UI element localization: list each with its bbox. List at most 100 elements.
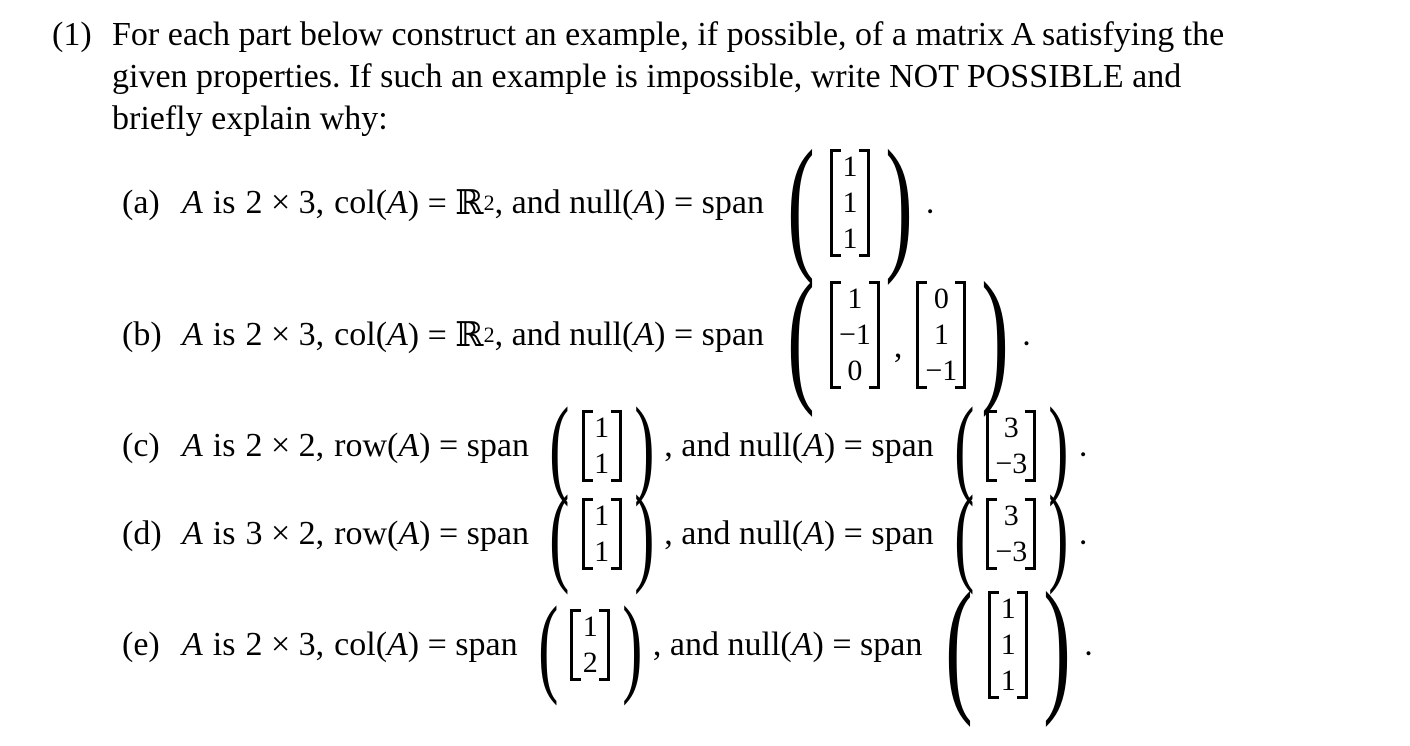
vector-entry: 1 (594, 411, 610, 444)
vector-entry: 1 (594, 499, 610, 532)
text: , and null( (664, 427, 804, 464)
part-label: (d) (122, 515, 162, 552)
text: ) = span (654, 184, 764, 221)
matrix-symbol: A (398, 427, 420, 464)
text: is (212, 316, 236, 353)
text: col( (334, 626, 388, 663)
text: , and null( (494, 316, 634, 353)
text: . (1022, 316, 1031, 353)
text: is (212, 626, 236, 663)
superscript: 2 (483, 322, 495, 347)
matrix-symbol: A (633, 184, 655, 221)
problem-statement: For each part below construct an example… (112, 14, 1392, 140)
matrix-symbol: A (182, 515, 203, 552)
statement-line: given properties. If such an example is … (112, 58, 1182, 95)
text: ) = span (407, 626, 518, 663)
vector-entry: 1 (842, 222, 858, 255)
superscript: 2 (483, 190, 495, 215)
column-vector: 0 1 −1 (916, 281, 967, 389)
part-label: (c) (122, 427, 160, 464)
row-span-vector: ( 1 1 ) (549, 385, 655, 507)
column-vector: 3 −3 (986, 498, 1037, 570)
vector-entry: 1 (594, 447, 610, 480)
matrix-symbol: A (791, 626, 813, 663)
column-vector: 1 1 (581, 498, 622, 570)
vector-entry: 0 (847, 354, 863, 387)
column-vector: 1 1 1 (829, 149, 870, 257)
dimensions: 2 × 3, (245, 626, 325, 663)
text: row( (334, 427, 399, 464)
matrix-symbol: A (803, 515, 824, 552)
vector-entry: 1 (1000, 628, 1016, 661)
text: . (1078, 427, 1088, 464)
column-vector: 3 −3 (986, 410, 1037, 482)
text: ) = span (823, 515, 934, 552)
text: ) = ℝ (407, 185, 484, 222)
vector-entry: −1 (838, 318, 871, 351)
text: ) = span (654, 316, 764, 353)
part-label: (a) (122, 184, 160, 221)
column-vector: 1 1 1 (988, 591, 1029, 699)
vector-entry: 1 (594, 535, 610, 568)
matrix-symbol: A (803, 427, 824, 464)
row-span-vector: ( 1 1 ) (549, 473, 655, 595)
part-label: (e) (122, 626, 160, 663)
dimensions: 3 × 2, (245, 515, 325, 552)
text: . (925, 184, 935, 221)
vector-entry: 1 (847, 282, 863, 315)
vector-entry: 3 (1003, 499, 1019, 532)
text: is (212, 515, 236, 552)
text: ) = span (823, 427, 934, 464)
text: , and null( (494, 184, 634, 221)
text: is (212, 427, 236, 464)
null-span-vector: ( 3 −3 ) (953, 385, 1069, 507)
statement-line: For each part below construct an example… (112, 16, 1225, 53)
matrix-symbol: A (182, 427, 203, 464)
vector-entry: 3 (1003, 411, 1019, 444)
vector-entry: −1 (925, 354, 958, 387)
separator: , (893, 328, 903, 365)
column-vector: 1 −1 0 (829, 281, 880, 389)
text: . (1078, 515, 1088, 552)
matrix-symbol: A (182, 626, 203, 663)
part-label: (b) (122, 316, 162, 353)
vector-entry: 1 (842, 150, 858, 183)
col-span-vector: ( 1 2 ) (537, 584, 643, 706)
problem-number: (1) (52, 16, 92, 53)
column-vector: 1 1 (581, 410, 622, 482)
text: ) = ℝ (407, 317, 484, 354)
text: col( (334, 316, 388, 353)
statement-line: briefly explain why: (112, 100, 388, 137)
vector-entry: 1 (1000, 592, 1016, 625)
text: , and null( (652, 626, 792, 663)
dimensions: 2 × 2, (245, 427, 325, 464)
vector-entry: −3 (995, 447, 1028, 480)
matrix-symbol: A (182, 316, 203, 353)
span-vectors: ( 1 1 1 ) (787, 120, 913, 286)
vector-entry: 1 (1000, 664, 1016, 697)
text: , and null( (664, 515, 804, 552)
text: ) = span (812, 626, 923, 663)
vector-entry: 1 (582, 610, 598, 643)
matrix-symbol: A (387, 316, 408, 353)
null-span-vector: ( 3 −3 ) (953, 473, 1069, 595)
text: col( (334, 184, 388, 221)
part-e: (e) A is 2 × 3, col(A) = span ( 1 2 ) , … (122, 570, 1093, 720)
vector-entry: 0 (933, 282, 949, 315)
matrix-symbol: A (398, 515, 420, 552)
text: . (1084, 626, 1093, 663)
vector-entry: −3 (995, 535, 1028, 568)
text: ) = span (419, 427, 529, 464)
span-vectors: ( 1 −1 0 , 0 1 −1 ) (787, 252, 1009, 418)
column-vector: 1 2 (570, 609, 611, 681)
matrix-symbol: A (633, 316, 655, 353)
null-span-vector: ( 1 1 1 ) (945, 562, 1071, 728)
vector-entry: 2 (582, 646, 598, 679)
text: is (212, 184, 236, 221)
vector-entry: 1 (842, 186, 858, 219)
dimensions: 2 × 3, (245, 316, 325, 353)
part-d: (d) A is 3 × 2, row(A) = span ( 1 1 ) , … (122, 479, 1088, 589)
vector-entry: 1 (933, 318, 949, 351)
